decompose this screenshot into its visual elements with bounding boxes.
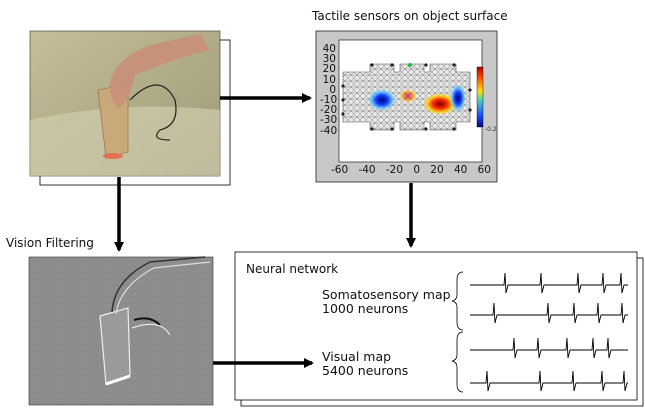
blob-red bbox=[423, 93, 457, 115]
filtered-finger-edge bbox=[133, 317, 161, 326]
colorbar-min-label: -0.2 bbox=[485, 126, 497, 133]
hand bbox=[110, 34, 210, 108]
y-axis-ticks: 40 30 20 10 0 -10 -20 -30 -40 bbox=[320, 43, 338, 137]
colorbar bbox=[476, 66, 484, 128]
object-led bbox=[103, 153, 123, 159]
filtered-cable-edge bbox=[131, 323, 171, 336]
x-axis-ticks: -60 -40 -20 0 20 40 60 bbox=[331, 164, 491, 176]
spike-trains bbox=[470, 272, 628, 392]
network-frame bbox=[234, 251, 638, 401]
x-tick: -20 bbox=[385, 164, 404, 176]
spike-train-4 bbox=[470, 370, 628, 392]
y-tick: -30 bbox=[320, 114, 338, 127]
brace-somatosensory bbox=[451, 271, 464, 331]
neural-network-box bbox=[234, 251, 644, 407]
filtered-image bbox=[28, 256, 214, 406]
y-tick: 30 bbox=[322, 53, 336, 66]
filtered-hand-edge-light bbox=[115, 261, 211, 315]
y-tick: 0 bbox=[329, 83, 336, 96]
somatosensory-map-title: Somatosensory map bbox=[322, 287, 451, 302]
x-tick: 60 bbox=[477, 164, 491, 176]
cable bbox=[129, 84, 177, 141]
blob-orange bbox=[399, 89, 417, 103]
filtered-object bbox=[99, 307, 131, 385]
plot-title: Tactile sensors on object surface bbox=[312, 9, 508, 23]
x-tick: 0 bbox=[413, 164, 420, 176]
filtered-hand-edge-dark bbox=[111, 256, 206, 313]
x-tick: -60 bbox=[331, 164, 349, 176]
y-tick: 20 bbox=[322, 63, 336, 76]
x-tick: 40 bbox=[453, 164, 468, 176]
blob-blue-left bbox=[368, 89, 396, 111]
brace-visual bbox=[451, 331, 464, 393]
y-tick: -40 bbox=[320, 124, 338, 137]
spike-train-1 bbox=[470, 272, 628, 294]
arrows bbox=[114, 93, 416, 368]
visual-map-title: Visual map bbox=[322, 349, 392, 364]
y-tick: 10 bbox=[322, 73, 336, 86]
y-tick: 40 bbox=[322, 43, 336, 55]
visual-map-count: 5400 neurons bbox=[322, 363, 409, 378]
y-tick: -20 bbox=[320, 104, 338, 117]
network-title: Neural network bbox=[246, 262, 339, 276]
x-tick: -40 bbox=[358, 164, 376, 176]
somatosensory-map-count: 1000 neurons bbox=[322, 301, 409, 316]
camera-photo bbox=[29, 30, 231, 186]
blob-blue-right bbox=[450, 84, 466, 112]
sensor-dot-green bbox=[408, 63, 412, 67]
vision-filtering-label: Vision Filtering bbox=[6, 236, 94, 250]
y-tick: -10 bbox=[320, 94, 338, 107]
spike-train-2 bbox=[470, 302, 628, 324]
sensor-dots bbox=[341, 63, 472, 131]
x-tick: 20 bbox=[430, 164, 444, 176]
spike-train-3 bbox=[470, 337, 628, 359]
filtered-object-edge bbox=[105, 374, 131, 386]
tactile-plot bbox=[315, 30, 498, 183]
